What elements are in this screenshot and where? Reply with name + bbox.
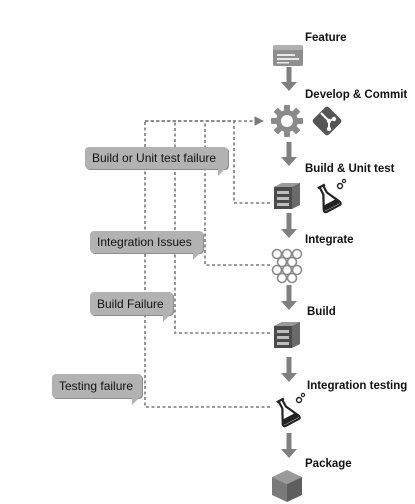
- callout-testing-failure: Testing failure: [52, 374, 142, 405]
- flow-arrow: [281, 142, 297, 166]
- flow-arrow: [281, 357, 297, 382]
- flask-icon: [317, 178, 347, 214]
- build-server-icon: [274, 322, 300, 348]
- callout-integration-issues: Integration Issues: [90, 231, 203, 260]
- mesh-icon: [271, 248, 303, 284]
- callout-build-failure: Build Failure: [90, 292, 173, 322]
- feedback-line-testing: [144, 121, 270, 408]
- feedback-line-integration: [204, 121, 270, 266]
- git-icon: [312, 106, 342, 136]
- flow-arrow: [281, 213, 297, 238]
- stage-label-build: Build: [307, 306, 336, 318]
- stage-label-feature: Feature: [305, 32, 347, 44]
- stage-label-package: Package: [305, 458, 352, 470]
- gear-icon: [271, 105, 303, 137]
- stage-label-build-unit: Build & Unit test: [305, 163, 395, 175]
- flask-icon: [276, 392, 306, 428]
- feedback-lines: [144, 116, 270, 408]
- flow-arrows: [281, 67, 297, 458]
- stage-label-integration-testing: Integration testing: [307, 380, 408, 392]
- build-server-icon: [274, 183, 300, 209]
- feedback-line-build: [174, 121, 270, 334]
- stage-label-develop: Develop & Commit: [305, 89, 408, 101]
- flow-arrow: [281, 285, 297, 310]
- document-icon: [273, 45, 303, 66]
- flow-arrow: [281, 67, 297, 91]
- box-icon: [272, 470, 302, 502]
- callout-build-unit-failure: Build or Unit test failure: [85, 147, 228, 176]
- stage-label-integrate: Integrate: [305, 234, 354, 246]
- flow-arrow: [281, 433, 297, 458]
